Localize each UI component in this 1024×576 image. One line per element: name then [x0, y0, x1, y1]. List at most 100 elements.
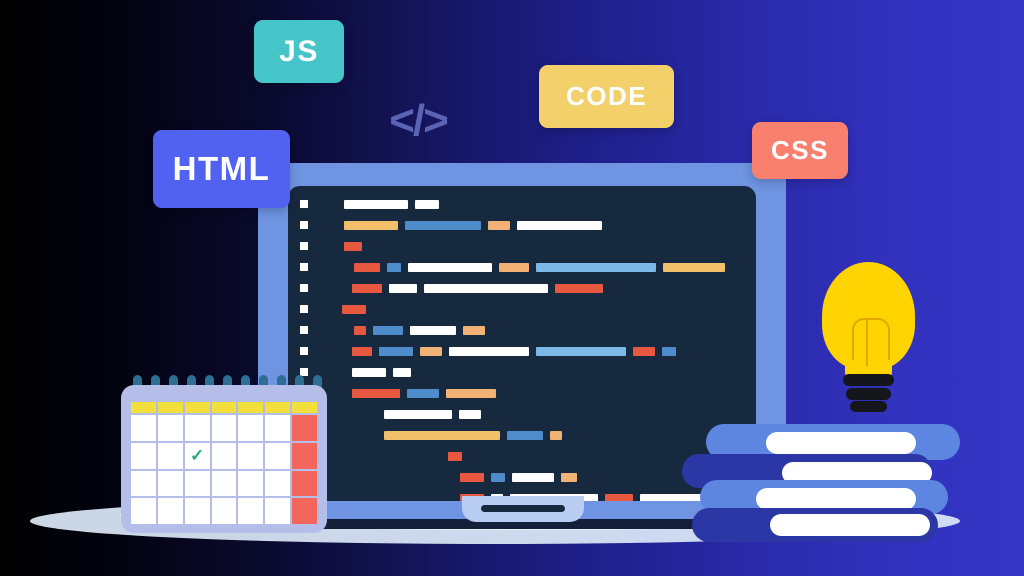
calendar-day-cell[interactable] — [238, 415, 264, 441]
calendar-day-cell[interactable] — [157, 415, 183, 441]
code-token — [488, 221, 510, 230]
code-line — [384, 410, 481, 419]
calendar-grid: ✓ — [131, 402, 317, 524]
code-token — [507, 431, 543, 440]
calendar-header-cell — [157, 402, 183, 413]
badge-code[interactable]: CODE — [539, 65, 674, 128]
code-token — [536, 263, 656, 272]
calendar-day-cell[interactable] — [184, 470, 210, 497]
code-token — [342, 305, 366, 314]
gutter-marker — [300, 242, 308, 250]
code-token — [512, 473, 554, 482]
code-line — [344, 200, 439, 209]
laptop-notch-bar — [481, 505, 565, 512]
code-token — [448, 452, 462, 461]
badge-css[interactable]: CSS — [752, 122, 848, 179]
code-line — [448, 452, 462, 461]
code-token — [352, 389, 400, 398]
code-token — [463, 326, 485, 335]
book — [692, 508, 938, 542]
calendar-day-cell[interactable] — [184, 498, 210, 524]
code-token — [517, 221, 602, 230]
code-line — [384, 431, 562, 440]
code-token — [460, 473, 484, 482]
code-token — [640, 494, 728, 501]
lightbulb-base-ring — [850, 401, 887, 412]
calendar-day-cell[interactable] — [157, 470, 183, 497]
lightbulb-base-ring — [843, 374, 894, 386]
calendar-day-cell[interactable]: ✓ — [184, 442, 210, 469]
code-token — [415, 200, 439, 209]
gutter-marker — [300, 200, 308, 208]
code-token — [352, 347, 372, 356]
calendar-weekend-cell[interactable] — [292, 415, 317, 441]
code-token — [387, 263, 401, 272]
lightbulb-filament-icon — [852, 318, 890, 360]
laptop-screen — [288, 186, 756, 501]
calendar-day-cell[interactable] — [238, 470, 264, 497]
calendar-day-cell[interactable] — [265, 442, 291, 469]
calendar-day-cell[interactable] — [211, 415, 237, 441]
calendar-day-cell[interactable] — [131, 415, 156, 441]
calendar-day-cell[interactable] — [265, 415, 291, 441]
code-token — [420, 347, 442, 356]
calendar-day-cell[interactable] — [211, 470, 237, 497]
code-token — [379, 347, 413, 356]
code-token — [449, 347, 529, 356]
code-token — [499, 263, 529, 272]
code-line — [352, 284, 603, 293]
code-token — [663, 263, 725, 272]
book-pages — [782, 462, 932, 484]
code-line — [344, 221, 602, 230]
calendar-day-cell[interactable] — [131, 498, 156, 524]
code-token — [633, 347, 655, 356]
code-line — [460, 473, 577, 482]
gutter-marker — [300, 305, 308, 313]
calendar-day-cell[interactable] — [184, 415, 210, 441]
calendar-day-cell[interactable] — [131, 470, 156, 497]
code-token — [393, 368, 411, 377]
calendar-day-cell[interactable] — [238, 442, 264, 469]
calendar-weekend-cell[interactable] — [292, 442, 317, 469]
book-pages — [766, 432, 916, 454]
book-pages — [770, 514, 930, 536]
code-token — [555, 284, 603, 293]
lightbulb-filament-stem — [866, 320, 868, 366]
gutter-marker — [300, 221, 308, 229]
calendar-day-cell[interactable] — [211, 442, 237, 469]
code-token — [389, 284, 417, 293]
calendar-weekend-cell[interactable] — [292, 470, 317, 497]
code-token — [424, 284, 548, 293]
code-token — [446, 389, 496, 398]
calendar-day-cell[interactable] — [131, 442, 156, 469]
code-token — [384, 410, 452, 419]
code-token — [354, 263, 380, 272]
calendar-day-cell[interactable] — [157, 498, 183, 524]
calendar-weekend-cell[interactable] — [292, 498, 317, 524]
badge-js[interactable]: JS — [254, 20, 344, 83]
code-token — [550, 431, 562, 440]
check-icon: ✓ — [190, 445, 205, 465]
code-token — [408, 263, 492, 272]
code-token — [354, 326, 366, 335]
code-token — [605, 494, 633, 501]
calendar-day-cell[interactable] — [265, 470, 291, 497]
code-token — [536, 347, 626, 356]
code-line — [354, 326, 485, 335]
calendar-day-cell[interactable] — [211, 498, 237, 524]
calendar-day-cell[interactable] — [238, 498, 264, 524]
code-token — [352, 284, 382, 293]
badge-html[interactable]: HTML — [153, 130, 290, 208]
calendar-day-cell[interactable] — [265, 498, 291, 524]
gutter-marker — [300, 347, 308, 355]
code-token — [352, 368, 386, 377]
code-token — [373, 326, 403, 335]
code-token — [344, 200, 408, 209]
code-token — [344, 221, 398, 230]
code-line — [352, 389, 496, 398]
code-line — [344, 242, 362, 251]
calendar-day-cell[interactable] — [157, 442, 183, 469]
gutter-marker — [300, 284, 308, 292]
lightbulb-base-ring — [846, 388, 891, 400]
gutter-marker — [300, 326, 308, 334]
